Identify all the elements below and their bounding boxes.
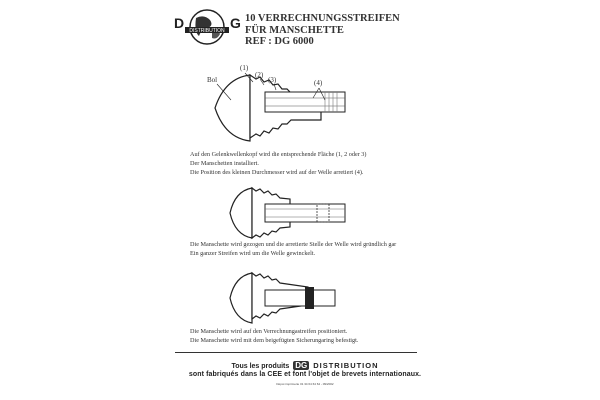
caption-line: Der Manschetten installiert. xyxy=(190,160,259,167)
footer-prefix: Tous les produits xyxy=(231,363,290,370)
diagram-3-boot-secured xyxy=(225,268,345,328)
svg-text:D: D xyxy=(174,15,184,31)
label-position-4: (4) xyxy=(314,79,323,87)
reference-number: REF : DG 6000 xyxy=(245,36,314,47)
diagram-2-caption: Die Manschette wird gezogen und die arre… xyxy=(190,240,396,258)
caption-line: Die Manschette wird mit dem beigefügten … xyxy=(190,337,359,344)
footer-statement: sont fabriqués dans la CEE et font l'obj… xyxy=(188,371,422,378)
label-position-2: (2) xyxy=(255,71,264,79)
label-position-1: (1) xyxy=(240,64,249,72)
caption-line: Die Manschette wird auf den Verrechnunga… xyxy=(190,328,348,335)
diagram-2-boot-pulled xyxy=(225,183,355,243)
footer-brand-word: DISTRIBUTION xyxy=(313,361,379,370)
document-title: 10 VERRECHNUNGSSTREIFEN FÜR MANSCHETTE R… xyxy=(245,13,400,48)
footer-brand-line: Tous les produits DG DISTRIBUTION xyxy=(170,361,440,370)
footer-brand-logo: DG xyxy=(293,361,310,370)
title-line-1: 10 VERRECHNUNGSSTREIFEN xyxy=(245,13,400,24)
svg-text:G: G xyxy=(230,15,241,31)
company-logo: D G DISTRIBUTION xyxy=(172,8,242,46)
label-bol: Bol xyxy=(207,76,218,84)
diagram-1-boot-installation xyxy=(195,60,355,150)
caption-line: Auf den Gelenkwellenkopf wird die entspr… xyxy=(190,151,367,158)
caption-line: Die Position des kleinen Durchmesser wir… xyxy=(190,169,364,176)
diagram-3-caption: Die Manschette wird auf den Verrechnunga… xyxy=(190,327,358,345)
title-line-2: FÜR MANSCHETTE xyxy=(245,24,344,36)
diagram-1-caption: Auf den Gelenkwellenkopf wird die entspr… xyxy=(190,150,366,177)
svg-text:DISTRIBUTION: DISTRIBUTION xyxy=(189,28,225,34)
caption-line: Die Manschette wird gezogen und die arre… xyxy=(190,241,397,248)
footer-printer-note: Dépot imprimerie 01 34 64 64 64 - 09/200… xyxy=(276,382,334,386)
caption-line: Ein ganzer Streifen wird um die Welle ge… xyxy=(190,250,316,257)
label-position-3: (3) xyxy=(268,76,277,84)
footer-divider xyxy=(175,352,417,353)
